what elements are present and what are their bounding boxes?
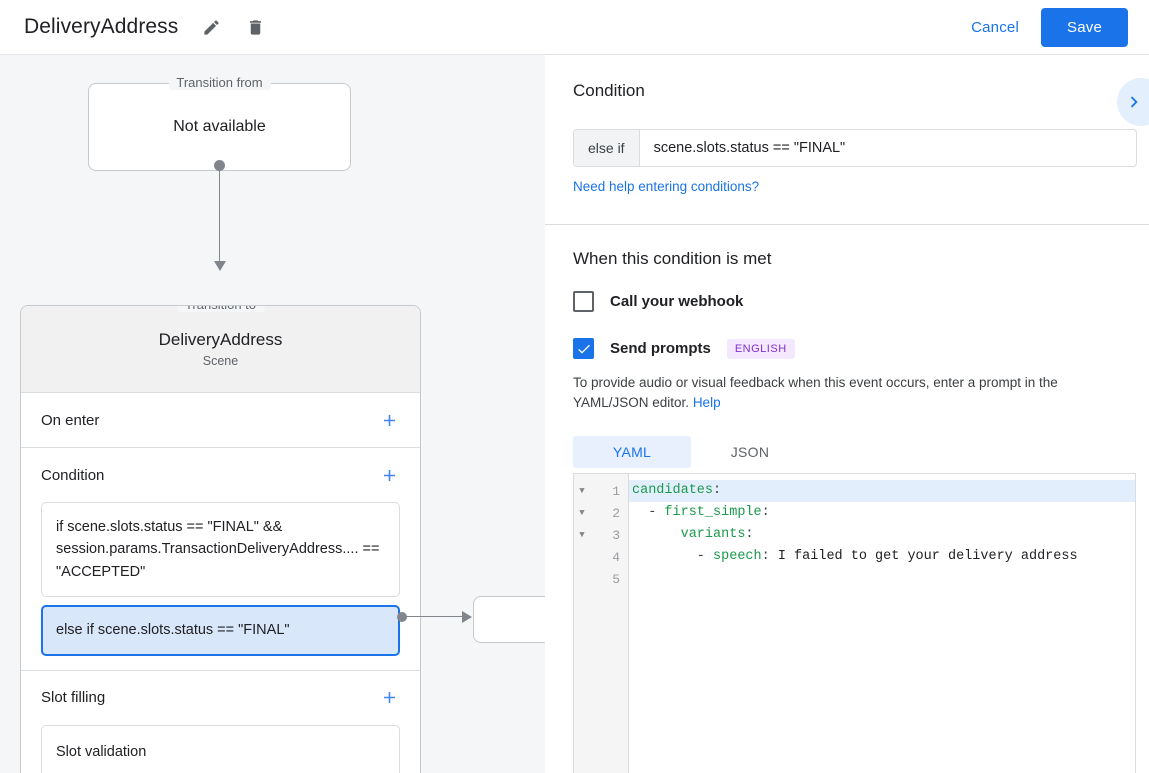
fold-arrow-icon[interactable]: ▼: [579, 486, 585, 496]
scene-type: Scene: [202, 354, 239, 368]
connector-line-vertical: [219, 165, 220, 267]
code-token: first_simple: [664, 505, 762, 520]
condition-expression-input[interactable]: [639, 130, 1136, 166]
condition-item-selected[interactable]: else if scene.slots.status == "FINAL": [41, 605, 400, 656]
prompts-help-link[interactable]: Help: [692, 395, 721, 411]
code-token: [632, 527, 681, 542]
call-webhook-checkbox[interactable]: [573, 291, 594, 312]
code-token: -: [632, 549, 714, 564]
condition-item[interactable]: if scene.slots.status == "FINAL" && sess…: [41, 502, 400, 598]
section-slot-filling: Slot filling Slot validation Transaction…: [21, 671, 420, 773]
condition-help-link[interactable]: Need help entering conditions?: [573, 179, 760, 194]
code-line[interactable]: [629, 568, 1135, 590]
transition-to-node[interactable]: Transition to DeliveryAddress Scene On e…: [20, 305, 421, 773]
section-title-slot-filling: Slot filling: [41, 689, 106, 707]
connector-out-arrow: [462, 611, 472, 623]
condition-input-row[interactable]: else if: [573, 129, 1137, 167]
page-title: DeliveryAddress: [24, 15, 179, 38]
send-prompts-checkbox[interactable]: [573, 338, 594, 359]
connector-out-dot: [397, 612, 407, 622]
code-token: :: [761, 505, 770, 520]
add-on-enter-button[interactable]: [378, 409, 400, 431]
fold-arrow-icon[interactable]: ▼: [579, 530, 585, 540]
code-line[interactable]: candidates:: [629, 480, 1135, 502]
trash-icon[interactable]: [244, 16, 266, 38]
code-token: -: [632, 505, 665, 520]
panel-when-met-block: When this condition is met Call your web…: [545, 225, 1149, 468]
slot-filling-item[interactable]: Slot validation: [41, 724, 400, 773]
transition-from-legend: Transition from: [168, 75, 271, 90]
tab-yaml[interactable]: YAML: [573, 435, 691, 468]
code-token: :: [745, 527, 754, 542]
line-number: 4: [612, 549, 620, 565]
chevron-right-icon[interactable]: [1117, 78, 1149, 126]
editor-code-area[interactable]: candidates: - first_simple: variants: - …: [629, 474, 1135, 773]
section-header: Slot filling: [41, 671, 400, 725]
transition-to-legend: Transition to: [176, 306, 265, 312]
save-button[interactable]: Save: [1041, 7, 1128, 47]
panel-condition-block: Condition else if Need help entering con…: [545, 55, 1149, 225]
scene-header: DeliveryAddress Scene: [21, 306, 420, 393]
transition-from-value: Not available: [173, 118, 266, 135]
prompts-hint-body: To provide audio or visual feedback when…: [573, 375, 1058, 411]
line-number: 2: [612, 505, 620, 521]
section-header: On enter: [41, 393, 400, 447]
detail-panel: Condition else if Need help entering con…: [545, 55, 1149, 773]
top-header: DeliveryAddress Cancel Save: [0, 0, 1149, 55]
panel-condition-heading: Condition: [573, 81, 645, 100]
gutter-row: ▼1: [574, 480, 628, 502]
code-line[interactable]: - speech: I failed to get your delivery …: [629, 546, 1135, 568]
language-badge: ENGLISH: [726, 338, 795, 359]
code-token: variants: [680, 527, 746, 542]
code-line[interactable]: variants:: [629, 524, 1135, 546]
section-header: Condition: [41, 448, 400, 502]
add-slot-filling-button[interactable]: [378, 687, 400, 709]
cancel-button[interactable]: Cancel: [961, 11, 1029, 44]
condition-prefix-label: else if: [574, 130, 640, 166]
transition-from-node[interactable]: Transition from Not available: [88, 75, 351, 171]
prompts-hint-text: To provide audio or visual feedback when…: [573, 373, 1121, 414]
webhook-row[interactable]: Call your webhook: [573, 291, 1121, 312]
code-token: candidates: [632, 483, 714, 498]
condition-list: if scene.slots.status == "FINAL" && sess…: [41, 502, 400, 670]
code-token: :: [761, 549, 770, 564]
gutter-row: ▼2: [574, 502, 628, 524]
scene-name: DeliveryAddress: [158, 330, 283, 349]
section-title-on-enter: On enter: [41, 411, 100, 429]
connector-arrow-down: [214, 261, 226, 271]
section-condition: Condition if scene.slots.status == "FINA…: [21, 448, 420, 671]
gutter-row: 4: [574, 546, 628, 568]
add-condition-button[interactable]: [378, 464, 400, 486]
code-line[interactable]: - first_simple:: [629, 502, 1135, 524]
code-token: speech: [713, 549, 762, 564]
tab-json[interactable]: JSON: [730, 443, 770, 460]
gutter-row: ▼3: [574, 524, 628, 546]
flow-canvas[interactable]: Transition from Not available Transition…: [0, 55, 545, 773]
pencil-icon[interactable]: [200, 16, 222, 38]
send-prompts-label: Send prompts: [610, 340, 711, 357]
when-met-heading: When this condition is met: [573, 249, 772, 268]
line-number: 5: [612, 571, 620, 587]
editor-format-tabs: YAML JSON: [573, 435, 1121, 468]
slot-filling-list: Slot validation TransactionDeliveryAddre…: [41, 724, 400, 773]
send-prompts-row[interactable]: Send prompts ENGLISH: [573, 338, 1121, 359]
next-node-stub[interactable]: [473, 596, 545, 643]
section-title-condition: Condition: [41, 466, 105, 484]
line-number: 3: [612, 527, 620, 543]
line-number: 1: [612, 483, 620, 499]
connector-out-line: [406, 616, 464, 617]
gutter-row: 5: [574, 568, 628, 590]
code-token: I failed to get your delivery address: [769, 549, 1078, 564]
section-on-enter: On enter: [21, 393, 420, 448]
code-token: :: [713, 483, 722, 498]
fold-arrow-icon[interactable]: ▼: [579, 508, 585, 518]
call-webhook-label: Call your webhook: [610, 293, 744, 310]
